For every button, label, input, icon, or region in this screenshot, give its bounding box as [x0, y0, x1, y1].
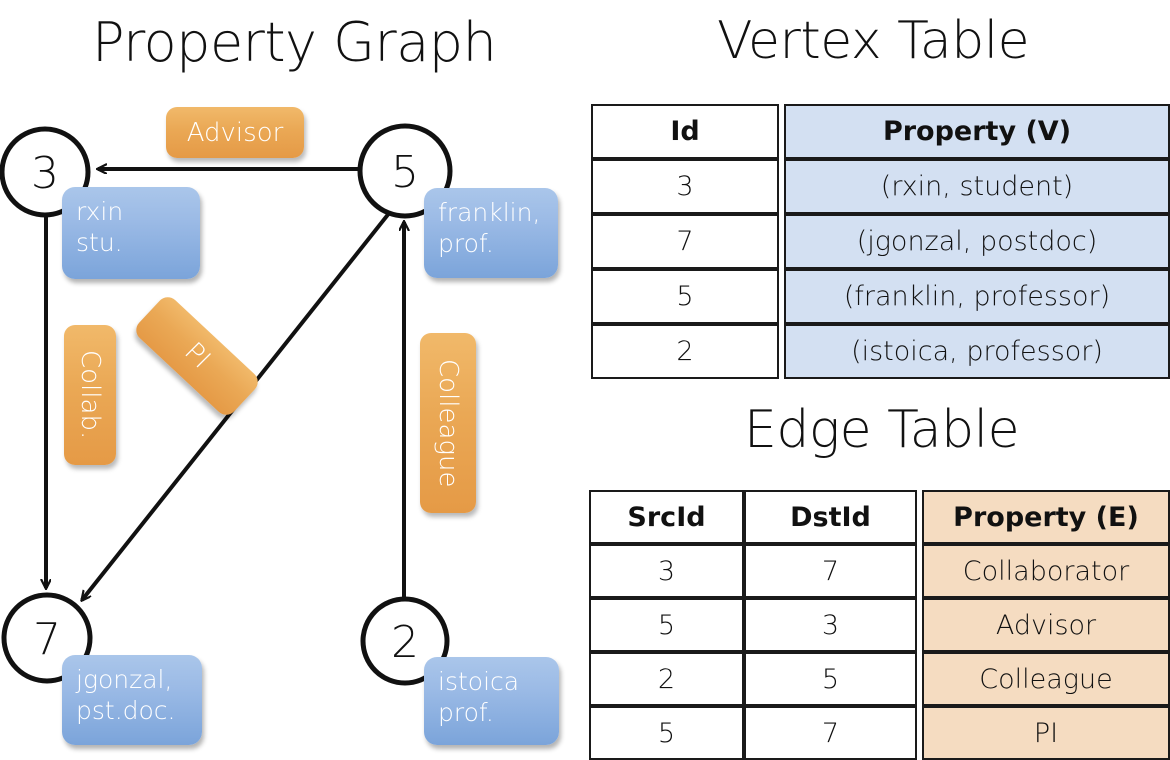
vertex-chip-franklin[interactable]: franklin, prof. [424, 188, 558, 278]
edge-cell-property: PI [922, 706, 1170, 760]
column-separator [917, 706, 922, 760]
edge-cell-srcid: 5 [589, 598, 744, 652]
edge-header-property: Property (E) [922, 490, 1170, 544]
column-separator [779, 104, 784, 159]
edge-cell-srcid: 2 [589, 652, 744, 706]
edge-cell-dstid: 7 [744, 544, 917, 598]
table-row: 2 5 Colleague [589, 652, 1170, 706]
column-separator [779, 214, 784, 269]
vertex-chip-rxin[interactable]: rxin stu. [62, 187, 200, 279]
edge-cell-srcid: 3 [589, 544, 744, 598]
table-header-row: Id Property (V) [591, 104, 1170, 159]
table-row: 2 (istoica, professor) [591, 324, 1170, 379]
table-row: 5 3 Advisor [589, 598, 1170, 652]
vertex-chip-rxin-line1: rxin [76, 197, 124, 226]
column-separator [779, 324, 784, 379]
vertex-chip-franklin-line1: franklin, [438, 198, 541, 227]
edge-cell-dstid: 3 [744, 598, 917, 652]
column-separator [917, 544, 922, 598]
edge-cell-dstid: 7 [744, 706, 917, 760]
vertex-cell-property: (rxin, student) [784, 159, 1170, 214]
table-header-row: SrcId DstId Property (E) [589, 490, 1170, 544]
edge-header-srcid: SrcId [589, 490, 744, 544]
edge-table: SrcId DstId Property (E) 3 7 Collaborato… [589, 490, 1170, 760]
edge-cell-property: Advisor [922, 598, 1170, 652]
edge-cell-property: Colleague [922, 652, 1170, 706]
edge-chip-advisor[interactable]: Advisor [166, 107, 304, 158]
vertex-chip-jgonzal-line2: pst.doc. [76, 695, 176, 725]
page-title-vertex-table: Vertex Table [717, 11, 1030, 71]
vertex-chip-jgonzal-line1: jgonzal, [76, 665, 173, 694]
vertex-cell-id: 3 [591, 159, 779, 214]
vertex-table: Id Property (V) 3 (rxin, student) 7 (jgo… [591, 104, 1170, 379]
vertex-chip-franklin-line2: prof. [438, 228, 494, 258]
edge-cell-property: Collaborator [922, 544, 1170, 598]
column-separator [917, 652, 922, 706]
edge-header-dstid: DstId [744, 490, 917, 544]
vertex-chip-rxin-line2: stu. [76, 227, 123, 257]
edge-chip-pi-text: PI [178, 337, 216, 375]
edge-chip-collab[interactable]: Collab. [64, 325, 116, 465]
column-separator [779, 159, 784, 214]
table-row: 3 7 Collaborator [589, 544, 1170, 598]
edge-cell-srcid: 5 [589, 706, 744, 760]
vertex-header-property: Property (V) [784, 104, 1170, 159]
vertex-cell-property: (jgonzal, postdoc) [784, 214, 1170, 269]
edge-chip-colleague[interactable]: Colleague [420, 333, 476, 513]
vertex-chip-istoica[interactable]: istoica prof. [424, 657, 559, 745]
vertex-cell-id: 2 [591, 324, 779, 379]
table-row: 3 (rxin, student) [591, 159, 1170, 214]
vertex-cell-property: (franklin, professor) [784, 269, 1170, 324]
property-graph-diagram: 3 5 7 2 rxin stu. franklin, prof. jgonza… [0, 107, 559, 745]
vertex-cell-id: 7 [591, 214, 779, 269]
column-separator [917, 490, 922, 544]
vertex-chip-istoica-line1: istoica [438, 667, 520, 696]
page-title-edge-table: Edge Table [744, 400, 1020, 460]
table-row: 7 (jgonzal, postdoc) [591, 214, 1170, 269]
vertex-cell-property: (istoica, professor) [784, 324, 1170, 379]
edge-cell-dstid: 5 [744, 652, 917, 706]
vertex-chip-jgonzal[interactable]: jgonzal, pst.doc. [62, 655, 202, 745]
vertex-chip-istoica-line2: prof. [438, 697, 494, 727]
table-row: 5 (franklin, professor) [591, 269, 1170, 324]
column-separator [779, 269, 784, 324]
table-row: 5 7 PI [589, 706, 1170, 760]
page-title-property-graph: Property Graph [92, 11, 497, 74]
vertex-cell-id: 5 [591, 269, 779, 324]
vertex-header-id: Id [591, 104, 779, 159]
column-separator [917, 598, 922, 652]
